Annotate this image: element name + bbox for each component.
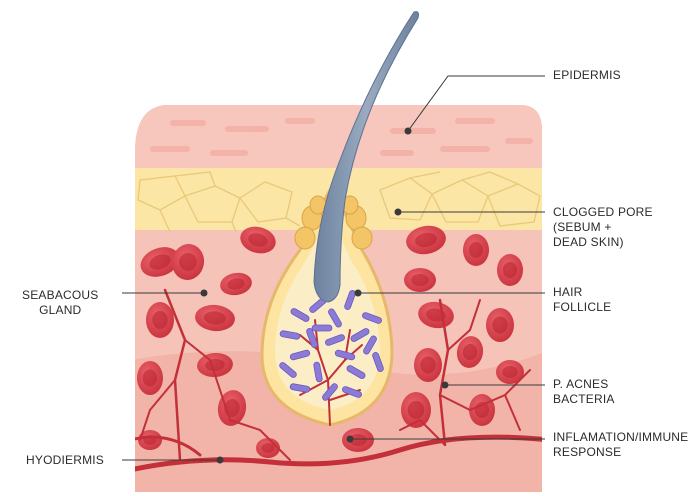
blood-cell (140, 247, 180, 277)
bacterium (362, 312, 382, 324)
blood-cell (401, 392, 431, 428)
bacterium (306, 328, 318, 348)
blood-cells (137, 225, 524, 458)
sebum-plug (294, 195, 373, 250)
blood-cell (146, 302, 174, 338)
bacterium (363, 335, 377, 355)
bacterium (322, 383, 338, 401)
label-epidermis: EPIDERMIS (553, 68, 621, 82)
blood-cell (497, 254, 523, 286)
blood-cell (404, 268, 436, 292)
blood-cell (240, 226, 276, 254)
epidermis-layer (135, 105, 542, 170)
blood-cell (406, 225, 446, 255)
blood-cell (496, 360, 524, 384)
blood-cell (486, 308, 514, 342)
blood-cell (414, 348, 442, 382)
blood-cell (469, 394, 495, 426)
blood-cell (342, 428, 374, 452)
fat-cells (137, 171, 541, 233)
label-sebaceous-gland: SEABACOUS GLAND (22, 288, 99, 317)
bacterium (289, 383, 311, 393)
bacterium (372, 352, 384, 372)
label-p-acnes-bacteria: P. ACNES BACTERIA (553, 377, 615, 406)
bacterium (346, 365, 366, 379)
bacterium (289, 349, 311, 361)
label-hair-follicle: HAIR FOLLICLE (553, 285, 612, 314)
epidermis-texture (150, 118, 533, 156)
bacterium (350, 328, 370, 342)
blood-cell (195, 304, 235, 332)
hair-follicle (260, 188, 394, 427)
bacterium (311, 324, 333, 332)
bacterium (325, 334, 345, 346)
bacterium (279, 362, 297, 378)
bacterium (313, 361, 323, 383)
label-clogged-pore: CLOGGED PORE (SEBUM + DEAD SKIN) (553, 205, 653, 249)
blood-cell (137, 361, 163, 395)
blood-cell (256, 438, 280, 458)
bacterium (342, 386, 362, 398)
blood-cell (171, 244, 205, 280)
bacterium (279, 330, 301, 340)
blood-cell (456, 336, 484, 368)
hair-shaft (313, 11, 419, 303)
blood-cell (220, 272, 252, 296)
bacterium (290, 308, 310, 322)
leader-lines (122, 75, 545, 464)
bacteria-cluster (279, 290, 384, 401)
label-inflammation-response: INFLAMATION/IMMUNE RESPONSE (553, 430, 689, 459)
bacterium (334, 349, 356, 361)
bacterium (344, 290, 356, 310)
bacterium (328, 308, 342, 328)
blood-cell (463, 234, 489, 266)
label-hypodermis: HYODIERMIS (26, 453, 105, 467)
